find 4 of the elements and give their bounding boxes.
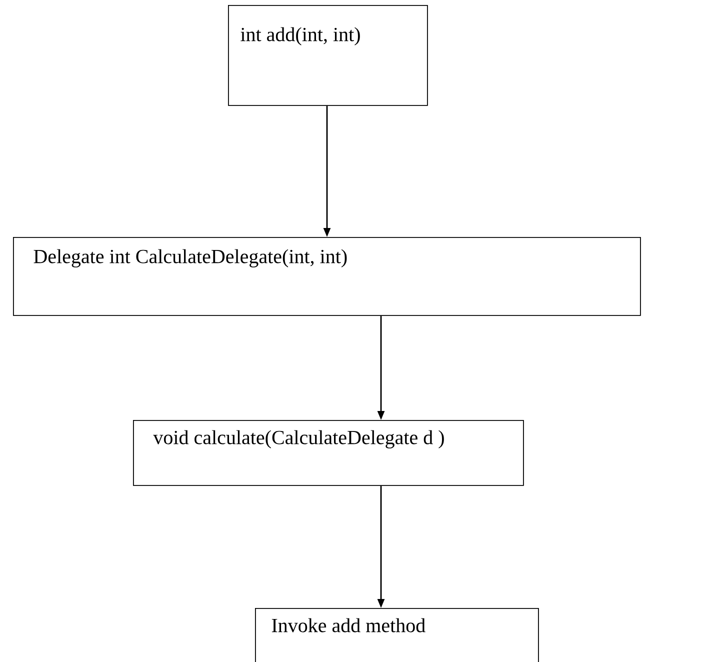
- process-box: void calculate(CalculateDelegate d ): [133, 420, 524, 486]
- process-box: Invoke add method: [255, 608, 539, 662]
- process-box: Delegate int CalculateDelegate(int, int): [13, 237, 641, 316]
- process-box: int add(int, int): [228, 5, 428, 106]
